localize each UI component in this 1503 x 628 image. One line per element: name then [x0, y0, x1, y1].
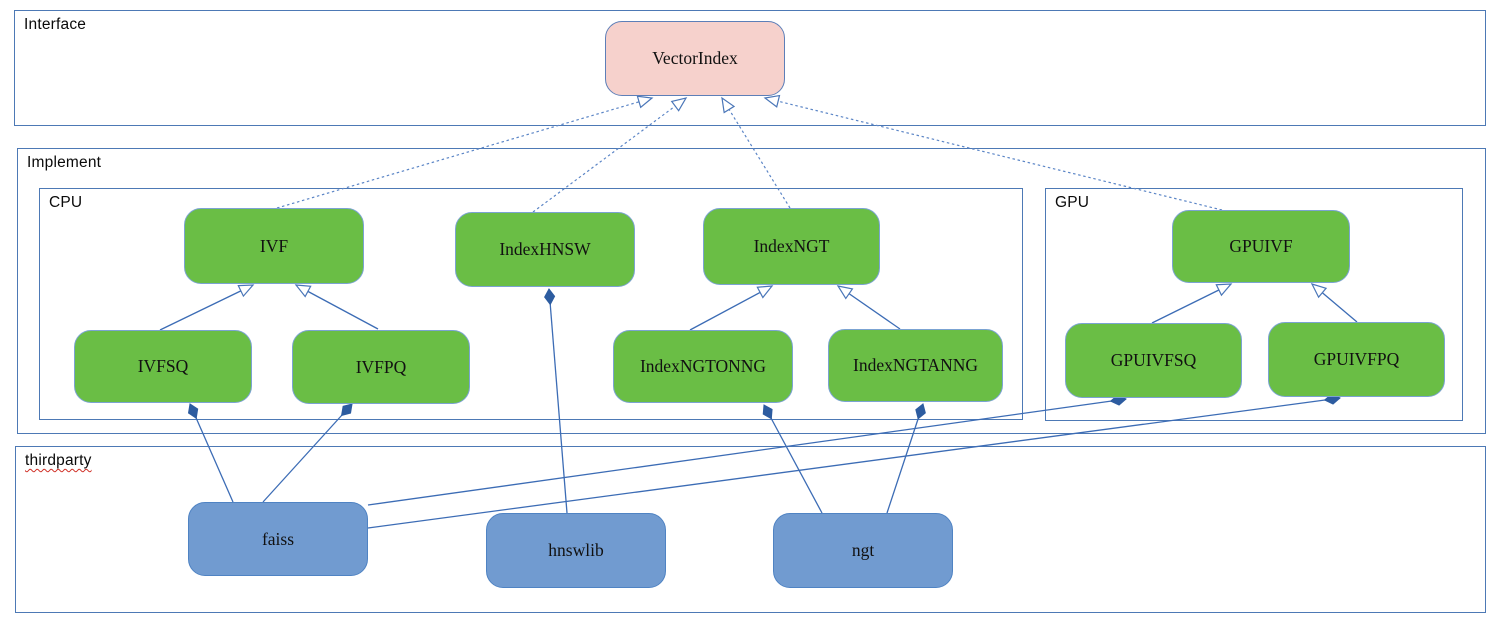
node-ivfpq[interactable]: IVFPQ: [292, 330, 470, 404]
node-indexhnsw[interactable]: IndexHNSW: [455, 212, 635, 287]
section-gpu-label: GPU: [1055, 194, 1090, 211]
node-ivf[interactable]: IVF: [184, 208, 364, 284]
node-gpuivfsq-label: GPUIVFSQ: [1110, 350, 1197, 370]
node-ivf-label: IVF: [259, 235, 289, 256]
section-interface-label: Interface: [24, 16, 87, 33]
node-indexngt[interactable]: IndexNGT: [703, 208, 880, 285]
node-indexhnsw-label: IndexHNSW: [499, 239, 591, 259]
node-faiss[interactable]: faiss: [188, 502, 368, 576]
node-ngt-label: ngt: [851, 540, 875, 560]
node-ivfsq-label: IVFSQ: [137, 356, 189, 376]
node-indexngtanng[interactable]: IndexNGTANNG: [828, 329, 1003, 402]
node-hnswlib-label: hnswlib: [548, 540, 604, 560]
node-indexngtanng-label: IndexNGTANNG: [853, 355, 978, 375]
node-ngt[interactable]: ngt: [773, 513, 953, 588]
section-implement-label: Implement: [27, 154, 102, 171]
node-gpuivfpq-label: GPUIVFPQ: [1313, 349, 1400, 369]
node-gpuivf-label: GPUIVF: [1229, 236, 1293, 256]
node-indexngt-label: IndexNGT: [753, 236, 830, 256]
node-indexngtonng[interactable]: IndexNGTONNG: [613, 330, 793, 403]
node-gpuivf[interactable]: GPUIVF: [1172, 210, 1350, 283]
node-faiss-label: faiss: [261, 528, 295, 549]
section-thirdparty-label: thirdparty: [25, 452, 92, 469]
node-hnswlib[interactable]: hnswlib: [486, 513, 666, 588]
node-ivfpq-label: IVFPQ: [355, 356, 407, 377]
node-vectorindex[interactable]: VectorIndex: [605, 21, 785, 96]
section-cpu-label: CPU: [49, 194, 83, 211]
node-gpuivfpq[interactable]: GPUIVFPQ: [1268, 322, 1445, 397]
node-indexngtonng-label: IndexNGTONNG: [639, 356, 767, 376]
node-vectorindex-label: VectorIndex: [652, 48, 738, 68]
node-gpuivfsq[interactable]: GPUIVFSQ: [1065, 323, 1242, 398]
node-ivfsq[interactable]: IVFSQ: [74, 330, 252, 403]
